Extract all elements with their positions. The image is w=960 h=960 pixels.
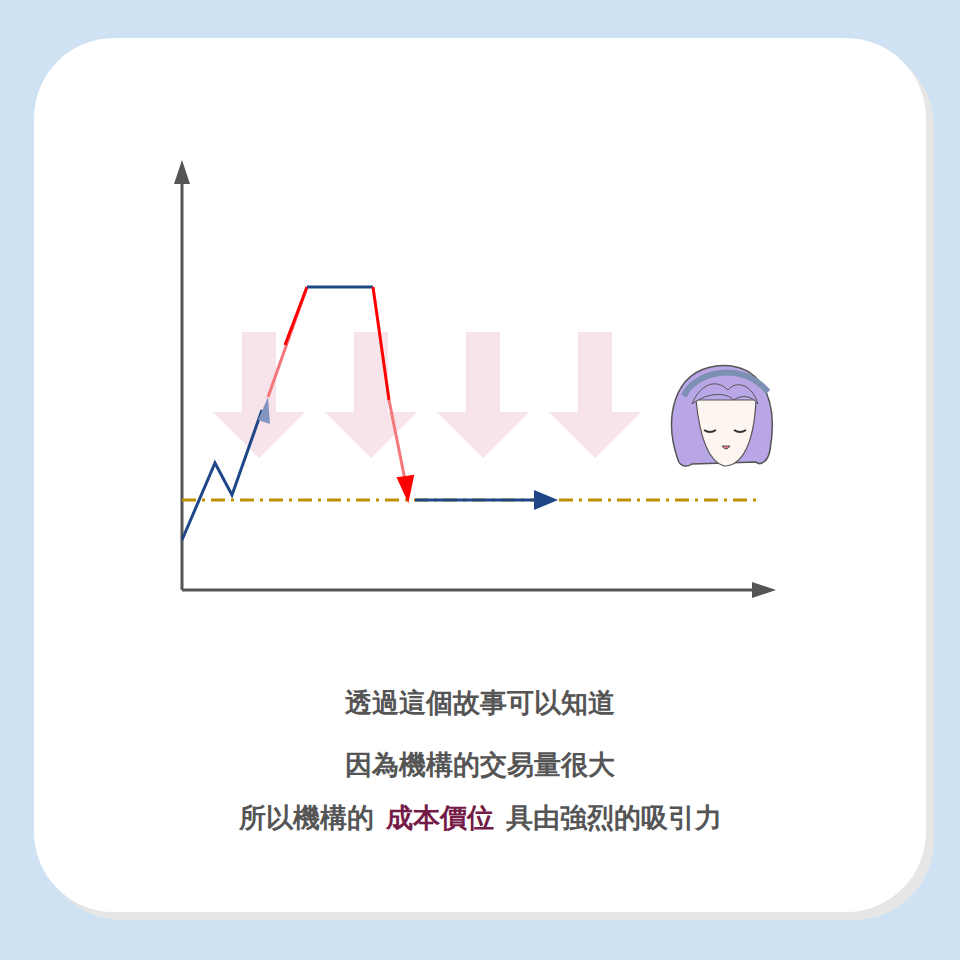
price-flat-arrowhead [534,490,558,510]
cost-line [182,499,762,502]
pressure-arrows [213,332,641,458]
price-rise-red [268,287,307,397]
caption-text: 具由強烈的吸引力 [506,798,722,838]
text-line: 所以機構的成本價位具由強烈的吸引力 [0,798,960,838]
price-arrowhead [258,397,270,424]
highlight-text: 成本價位 [386,798,494,838]
axes [174,160,776,598]
price-drop [389,400,405,480]
card [34,38,926,912]
girl-face [672,366,773,466]
price-drop [373,287,389,400]
price-rise-red [285,287,307,345]
caption-text: 透過這個故事可以知道 [345,683,615,723]
price-flat [415,499,540,502]
caption-text: 因為機構的交易量很大 [345,745,615,785]
caption-text: 所以機構的 [239,798,374,838]
text-line: 因為機構的交易量很大 [0,745,960,785]
price-rise [182,410,262,540]
text-line: 透過這個故事可以知道 [0,683,960,723]
price-drop-arrowhead [398,476,413,500]
price-top [307,286,373,289]
